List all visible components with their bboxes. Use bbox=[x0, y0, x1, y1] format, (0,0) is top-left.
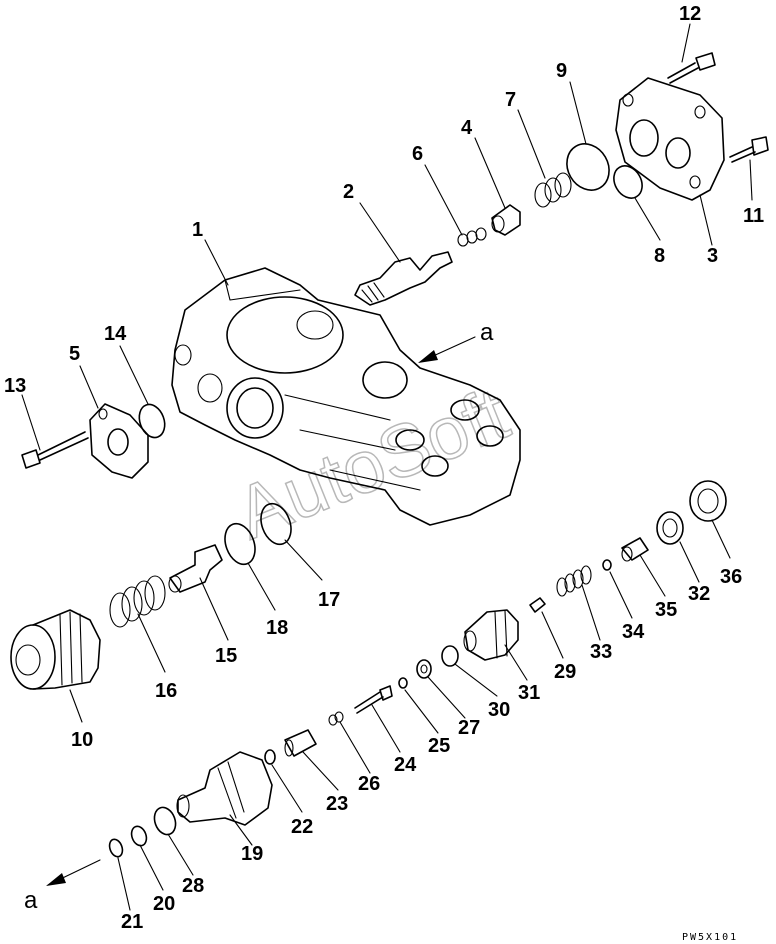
nut-part bbox=[656, 511, 684, 545]
callout-2: 2 bbox=[343, 181, 354, 203]
spring-part bbox=[109, 575, 166, 628]
callout-13: 13 bbox=[4, 375, 26, 397]
valve-poppet-part bbox=[168, 544, 223, 593]
valve-housing-part bbox=[176, 751, 273, 826]
callout-7: 7 bbox=[505, 89, 516, 111]
bolt-part bbox=[21, 431, 89, 469]
callout-19: 19 bbox=[241, 843, 263, 865]
view-arrow-bottom bbox=[46, 859, 101, 886]
callout-26: 26 bbox=[358, 773, 380, 795]
spring-part bbox=[556, 565, 592, 597]
small-ring-part bbox=[398, 677, 408, 689]
o-ring-large-part bbox=[566, 143, 610, 191]
callout-10: 10 bbox=[71, 729, 93, 751]
callout-31: 31 bbox=[518, 682, 540, 704]
callout-22: 22 bbox=[291, 816, 313, 838]
callout-8: 8 bbox=[654, 245, 665, 267]
spring-small-part bbox=[328, 711, 344, 726]
callout-25: 25 bbox=[428, 735, 450, 757]
callout-11: 11 bbox=[743, 205, 764, 227]
callout-16: 16 bbox=[155, 680, 177, 702]
callout-30: 30 bbox=[488, 699, 510, 721]
leader-lines bbox=[21, 23, 753, 911]
plug-part bbox=[10, 609, 101, 690]
callout-29: 29 bbox=[554, 661, 576, 683]
cap-nut-part bbox=[689, 480, 727, 522]
bolt-part bbox=[729, 136, 769, 163]
view-arrow-top bbox=[418, 336, 476, 363]
callout-27: 27 bbox=[458, 717, 480, 739]
callout-21: 21 bbox=[121, 911, 143, 933]
callout-15: 15 bbox=[215, 645, 237, 667]
spring-small-part bbox=[457, 227, 487, 247]
retainer-part bbox=[491, 204, 521, 236]
callout-32: 32 bbox=[688, 583, 710, 605]
callout-5: 5 bbox=[69, 343, 80, 365]
bolt-part bbox=[667, 52, 716, 84]
callout-1: 1 bbox=[192, 219, 203, 241]
valve-body-part bbox=[171, 267, 521, 526]
flange-part bbox=[89, 403, 149, 479]
sleeve-part bbox=[284, 729, 317, 757]
callout-3: 3 bbox=[707, 245, 718, 267]
callout-28: 28 bbox=[182, 875, 204, 897]
callout-4: 4 bbox=[461, 117, 473, 139]
spring-large-part bbox=[534, 172, 572, 208]
callout-20: 20 bbox=[153, 893, 175, 915]
callout-12: 12 bbox=[679, 3, 701, 25]
callout-24: 24 bbox=[394, 754, 417, 776]
callout-9: 9 bbox=[556, 60, 567, 82]
o-ring-part bbox=[153, 806, 177, 836]
callout-36: 36 bbox=[720, 566, 742, 588]
plug-part bbox=[621, 537, 649, 562]
o-ring-part bbox=[138, 403, 166, 439]
o-ring-part bbox=[108, 838, 124, 858]
ball-part bbox=[602, 559, 612, 571]
callout-35: 35 bbox=[655, 599, 677, 621]
watermark: AutoSoft bbox=[225, 371, 520, 554]
view-ref-bottom: a bbox=[24, 887, 38, 914]
view-ref-top: a bbox=[480, 319, 494, 346]
pin-part bbox=[529, 597, 546, 613]
callout-18: 18 bbox=[266, 617, 288, 639]
o-ring-part bbox=[260, 502, 292, 546]
drawing-code: PW5X101 bbox=[682, 932, 738, 943]
o-ring-part bbox=[130, 825, 148, 847]
callout-23: 23 bbox=[326, 793, 348, 815]
callout-33: 33 bbox=[590, 641, 612, 663]
small-ring-part bbox=[264, 749, 276, 765]
o-ring-small-part bbox=[613, 165, 643, 199]
callout-17: 17 bbox=[318, 589, 340, 611]
callout-6: 6 bbox=[412, 143, 423, 165]
cover-part bbox=[615, 77, 725, 201]
o-ring-part bbox=[224, 522, 256, 566]
pin-part bbox=[354, 685, 393, 714]
callout-14: 14 bbox=[104, 323, 127, 345]
spool-part bbox=[354, 251, 453, 306]
o-ring-part bbox=[441, 645, 459, 667]
callout-34: 34 bbox=[622, 621, 645, 643]
washer-part bbox=[416, 659, 432, 679]
